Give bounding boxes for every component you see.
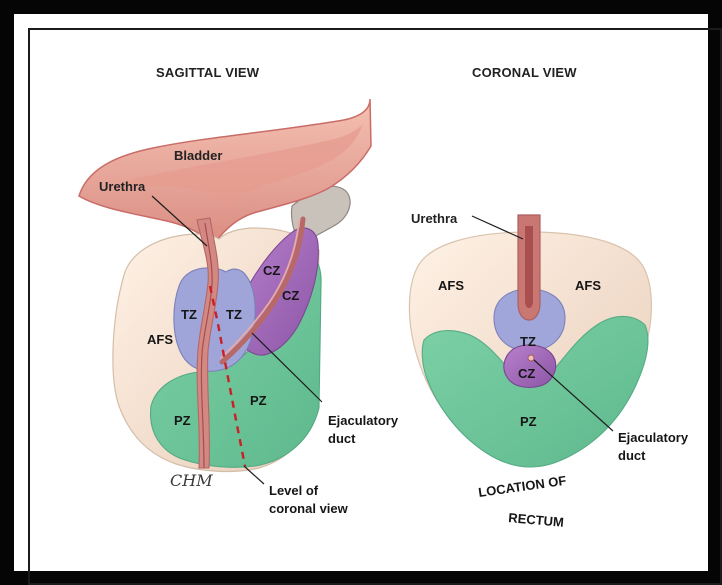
coronal-urethra-lumen [525,226,533,308]
coronal-afs-left-label: AFS [438,278,464,293]
sagittal-pz-right-label: PZ [250,393,267,408]
location-of-rectum-label-line-1: LOCATION OF [477,473,567,500]
coronal-pz-label: PZ [520,414,537,429]
sagittal-cz-bottom-label: CZ [282,288,299,303]
coronal-urethra-label: Urethra [411,211,458,226]
sagittal-ejaculatory-label-line-2: duct [328,431,356,446]
sagittal-pz-left-label: PZ [174,413,191,428]
sagittal-tz-left-label: TZ [181,307,197,322]
coronal-ejaculatory-label-line-1: Ejaculatory [618,430,689,445]
coronal-ejaculatory-label-line-2: duct [618,448,646,463]
sagittal-ejaculatory-label-line-1: Ejaculatory [328,413,399,428]
sagittal-view: Bladder Urethra AFS TZ TZ CZ CZ PZ PZ Ej… [79,99,399,516]
location-of-rectum-label-line-2: RECTUM [508,510,565,530]
level-of-coronal-view-label-line-2: coronal view [269,501,349,516]
coronal-afs-right-label: AFS [575,278,601,293]
coronal-cz-label: CZ [518,366,535,381]
sagittal-cz-top-label: CZ [263,263,280,278]
sagittal-tz-right-label: TZ [226,307,242,322]
bladder-label: Bladder [174,148,222,163]
sagittal-view-title: SAGITTAL VIEW [156,65,260,80]
coronal-view-title: CORONAL VIEW [472,65,577,80]
coronal-view: Urethra AFS AFS TZ CZ PZ Ejaculatory duc… [409,211,688,530]
level-of-coronal-view-label-line-1: Level of [269,483,319,498]
coronal-ejaculatory-duct [528,355,534,361]
sagittal-urethra-label: Urethra [99,179,146,194]
artist-signature: CHM [170,471,213,490]
coronal-tz-label: TZ [520,334,536,349]
sagittal-afs-label: AFS [147,332,173,347]
